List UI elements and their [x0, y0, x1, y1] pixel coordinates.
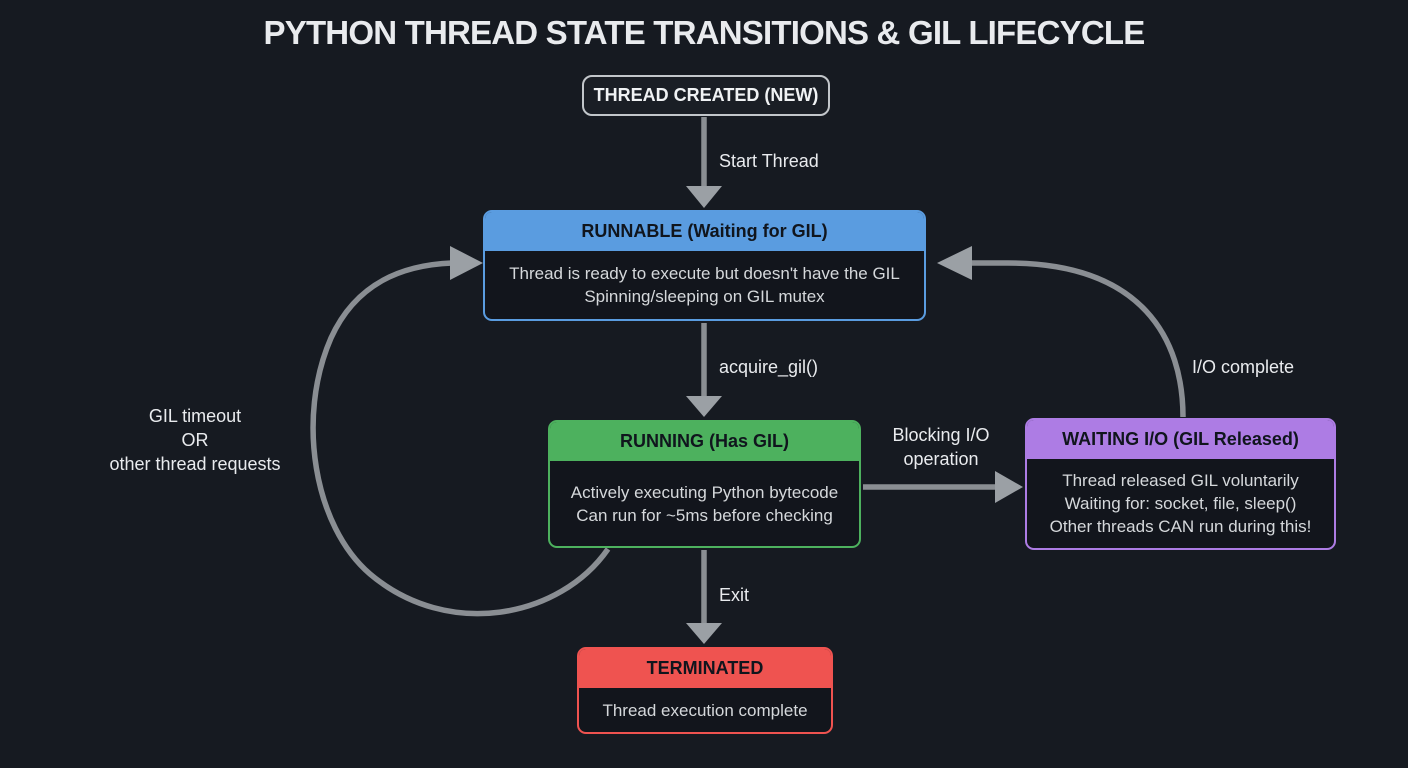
node-terminated-line: Thread execution complete	[602, 700, 808, 720]
node-running-header: RUNNING (Has GIL)	[550, 422, 859, 461]
node-running: RUNNING (Has GIL) Actively executing Pyt…	[548, 420, 861, 548]
edge-label-acquire-gil: acquire_gil()	[719, 357, 819, 377]
edge-label-start-thread: Start Thread	[719, 151, 819, 171]
node-runnable-body: Thread is ready to execute but doesn't h…	[485, 251, 924, 319]
node-terminated-body: Thread execution complete	[579, 688, 831, 732]
arrow-blocking-io	[863, 471, 1023, 503]
arrow-acquire-gil	[686, 323, 722, 417]
node-runnable-line: Thread is ready to execute but doesn't h…	[509, 264, 900, 283]
edge-label-blocking-io: Blocking I/O operation	[892, 425, 990, 469]
arrow-start-thread	[686, 117, 722, 208]
node-waiting-io-line: Thread released GIL voluntarily	[1062, 471, 1299, 490]
node-waiting-io-line: Waiting for: socket, file, sleep()	[1064, 494, 1297, 513]
node-waiting-io: WAITING I/O (GIL Released) Thread releas…	[1025, 418, 1336, 550]
edge-label-exit: Exit	[719, 585, 750, 605]
node-waiting-io-header: WAITING I/O (GIL Released)	[1027, 420, 1334, 459]
edge-label-gil-timeout: GIL timeout OR other thread requests	[109, 406, 281, 474]
node-thread-created: THREAD CREATED (NEW)	[582, 75, 830, 116]
node-waiting-io-body: Thread released GIL voluntarily Waiting …	[1027, 459, 1334, 548]
node-runnable-header: RUNNABLE (Waiting for GIL)	[485, 212, 924, 251]
diagram-title: PYTHON THREAD STATE TRANSITIONS & GIL LI…	[263, 14, 1146, 51]
edge-label-io-complete: I/O complete	[1192, 357, 1295, 377]
node-running-line: Actively executing Python bytecode	[570, 482, 839, 502]
node-runnable-line: Spinning/sleeping on GIL mutex	[584, 287, 825, 306]
arrow-exit	[686, 550, 722, 644]
node-running-line: Can run for ~5ms before checking	[576, 505, 833, 525]
node-runnable: RUNNABLE (Waiting for GIL) Thread is rea…	[483, 210, 926, 321]
node-running-body: Actively executing Python bytecode Can r…	[550, 461, 859, 546]
node-waiting-io-line: Other threads CAN run during this!	[1049, 517, 1312, 536]
arrow-io-complete	[937, 246, 1186, 418]
node-terminated-header: TERMINATED	[579, 649, 831, 688]
node-thread-created-label: THREAD CREATED (NEW)	[593, 85, 819, 105]
node-terminated: TERMINATED Thread execution complete	[577, 647, 833, 734]
